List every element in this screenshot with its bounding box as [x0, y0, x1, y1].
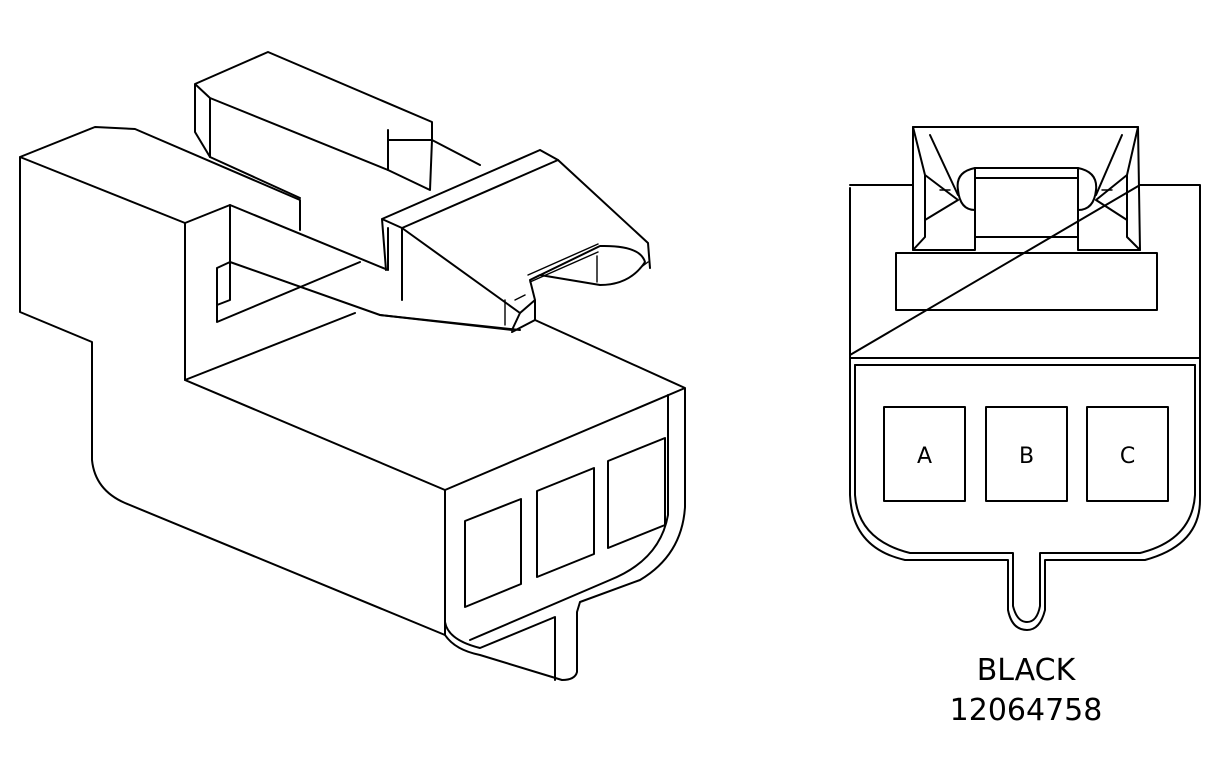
latch-right-ear: [1077, 126, 1141, 251]
front-housing-side: [469, 394, 669, 641]
latch-tab-inner: [974, 167, 1079, 238]
part-number-label: 12064758: [950, 693, 1103, 728]
housing-inner-outline: [854, 364, 1196, 623]
connector-color-label: BLACK: [977, 653, 1077, 688]
front-face-view: A B C BLACK 12064758: [849, 126, 1201, 728]
cavity-c: C: [1086, 406, 1169, 502]
latch-tab: [912, 126, 1141, 251]
latch-lever-front: [401, 159, 646, 333]
latch-top-rail: [194, 51, 433, 171]
front-cavity-2: [536, 467, 595, 578]
cavity-b-outline: [985, 406, 1068, 502]
front-cavity-3: [607, 437, 666, 549]
front-cavity-1: [464, 498, 522, 608]
connector-body-left-block: [19, 126, 446, 636]
latch-lever-details: [401, 229, 649, 326]
cavity-c-label: C: [1120, 444, 1135, 469]
cavity-b-label: B: [1019, 444, 1034, 469]
isometric-connector-view: [19, 51, 686, 681]
cavity-a-outline: [883, 406, 966, 502]
cavity-c-outline: [1086, 406, 1169, 502]
latch-tab-details: [924, 182, 1128, 201]
connector-body-side-line: [184, 222, 446, 491]
latch-rail-lower: [209, 139, 481, 199]
connector-slot: [216, 204, 389, 323]
latch-block: [895, 252, 1158, 311]
latch-lever: [229, 149, 651, 331]
cavity-a: A: [883, 406, 966, 502]
cavity-b: B: [985, 406, 1068, 502]
latch-left-ear: [912, 126, 976, 251]
housing-outline: [849, 184, 1201, 631]
cavity-a-label: A: [917, 444, 932, 469]
front-housing: [184, 312, 686, 681]
housing-divider: [849, 187, 1201, 366]
